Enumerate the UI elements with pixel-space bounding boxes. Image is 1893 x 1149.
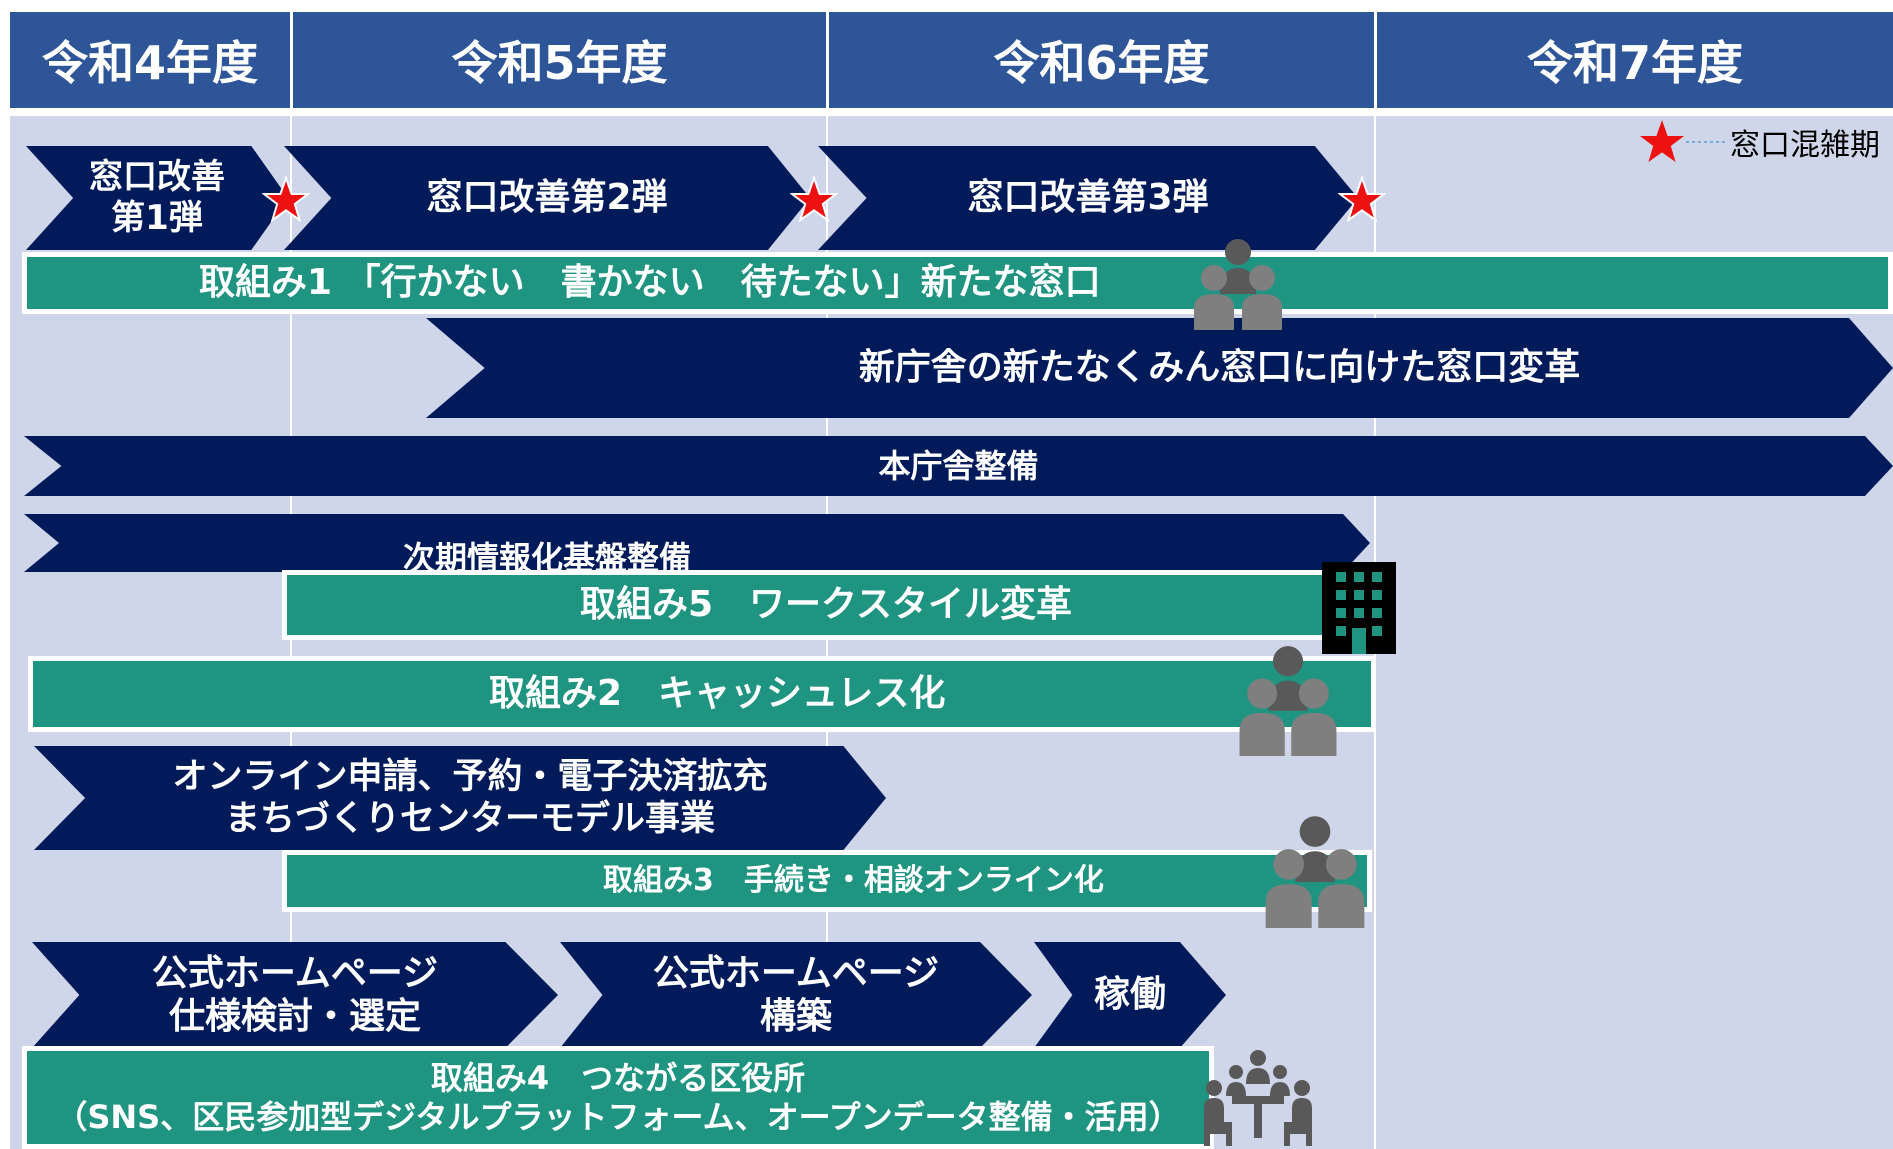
initiative-2-label: 取組み2 キャッシュレス化 <box>489 673 946 715</box>
office-building-icon <box>1322 562 1396 654</box>
people-group-icon <box>1239 646 1337 756</box>
new-building-window-label: 新庁舎の新たなくみん窓口に向けた窓口変革 <box>858 347 1581 389</box>
initiative-4-line2: （SNS、区民参加型デジタルプラットフォーム、オープンデータ整備・活用） <box>55 1097 1181 1136</box>
homepage-spec-arrow: 公式ホームページ 仕様検討・選定 <box>32 942 558 1048</box>
homepage-spec-line2: 仕様検討・選定 <box>168 996 421 1037</box>
phase-1-line1: 窓口改善 <box>89 157 225 198</box>
phase-2-label: 窓口改善第2弾 <box>426 177 668 219</box>
phase-1-line2: 第1弾 <box>111 198 203 238</box>
new-building-window-arrow: 新庁舎の新たなくみん窓口に向けた窓口変革 <box>426 318 1893 418</box>
main-building-label: 本庁舎整備 <box>878 446 1039 485</box>
homepage-build-line2: 構築 <box>759 996 832 1037</box>
initiative-2-bar: 取組み2 キャッシュレス化 <box>28 656 1376 732</box>
initiative-4-line1: 取組み4 つながる区役所 <box>430 1059 806 1098</box>
legend: 窓口混雑期 <box>1638 118 1880 166</box>
main-building-arrow: 本庁舎整備 <box>24 436 1893 496</box>
star-icon <box>262 176 310 223</box>
online-application-arrow: オンライン申請、予約・電子決済拡充 まちづくりセンターモデル事業 <box>34 746 886 850</box>
initiative-1-bar: 取組み1 「行かない 書かない 待たない」新たな窓口 <box>22 252 1893 314</box>
online-line1: オンライン申請、予約・電子決済拡充 <box>172 757 768 797</box>
year-header-r7: 令和7年度 <box>1377 12 1893 108</box>
homepage-build-line1: 公式ホームページ <box>652 952 940 994</box>
legend-label: 窓口混雑期 <box>1730 128 1880 163</box>
operation-label: 稼働 <box>1093 974 1166 1016</box>
initiative-3-label: 取組み3 手続き・相談オンライン化 <box>603 863 1104 898</box>
next-info-base-arrow: 次期情報化基盤整備 <box>24 514 1370 572</box>
star-icon <box>1640 120 1684 162</box>
year-header-r5: 令和5年度 <box>293 12 826 108</box>
legend-dash <box>1686 141 1726 143</box>
initiative-4-bar: 取組み4 つながる区役所 （SNS、区民参加型デジタルプラットフォーム、オープン… <box>22 1046 1214 1149</box>
meeting-table-icon <box>1204 1050 1312 1146</box>
homepage-spec-line1: 公式ホームページ <box>151 952 439 994</box>
people-group-icon <box>1194 239 1282 330</box>
initiative-3-bar: 取組み3 手続き・相談オンライン化 <box>282 850 1372 912</box>
homepage-build-arrow: 公式ホームページ 構築 <box>560 942 1032 1048</box>
initiative-5-label: 取組み5 ワークスタイル変革 <box>580 584 1072 626</box>
online-line2: まちづくりセンターモデル事業 <box>224 799 715 839</box>
star-icon <box>790 176 838 223</box>
initiative-1-label: 取組み1 「行かない 書かない 待たない」新たな窓口 <box>199 262 1101 304</box>
phase-3-label: 窓口改善第3弾 <box>967 177 1209 219</box>
star-icon <box>1338 176 1386 223</box>
year-header-r6: 令和6年度 <box>829 12 1374 108</box>
year-header-r4: 令和4年度 <box>10 12 290 108</box>
initiative-5-bar: 取組み5 ワークスタイル変革 <box>282 570 1370 640</box>
people-group-icon <box>1265 816 1365 928</box>
next-info-base-label: 次期情報化基盤整備 <box>402 538 691 577</box>
phase-arrow-3: 窓口改善第3弾 <box>818 146 1358 250</box>
phase-arrow-2: 窓口改善第2弾 <box>284 146 810 250</box>
